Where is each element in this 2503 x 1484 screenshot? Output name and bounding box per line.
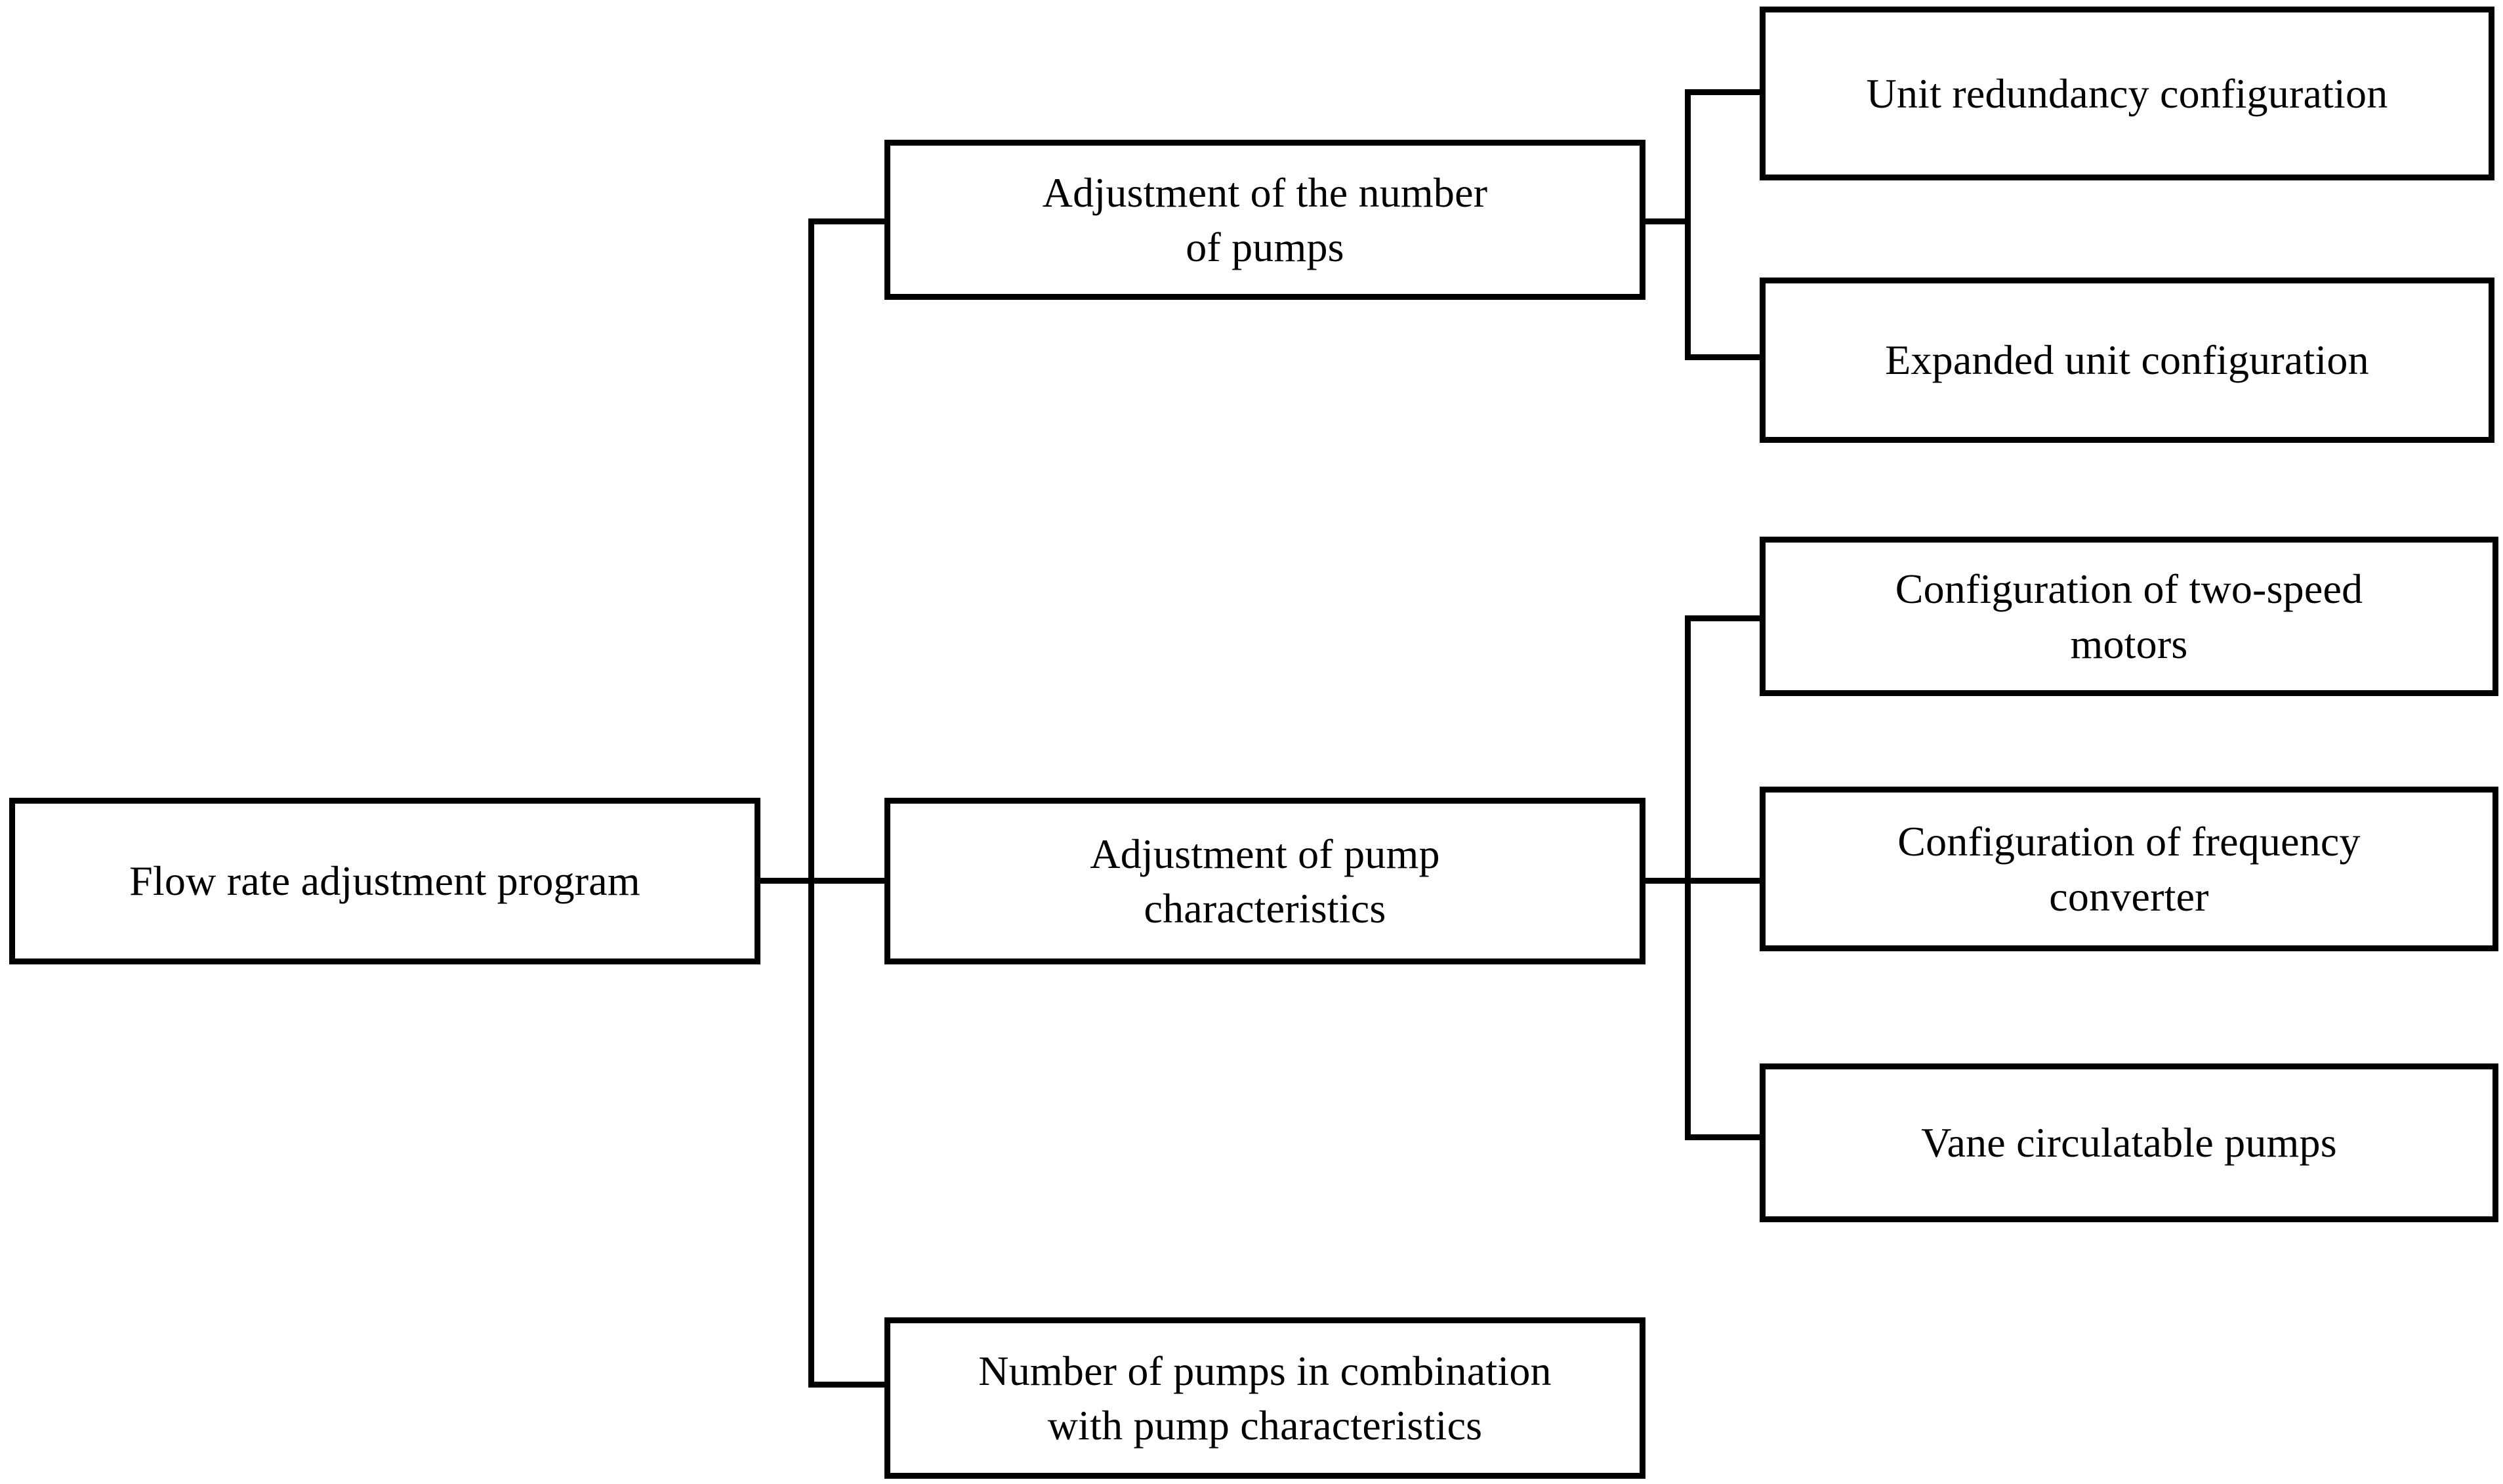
node-adjustment-of-pump-characteristics: Adjustment of pump characteristics bbox=[884, 798, 1645, 964]
node-vane-circulatable-pumps: Vane circulatable pumps bbox=[1760, 1063, 2498, 1222]
connector-pump-char-to-two-speed bbox=[1685, 615, 1762, 621]
node-label: Number of pumps in combination with pump… bbox=[978, 1347, 1552, 1449]
node-label: Expanded unit configuration bbox=[1885, 337, 2369, 384]
node-label: Flow rate adjustment program bbox=[129, 857, 640, 905]
node-label: Configuration of two-speed motors bbox=[1895, 566, 2363, 667]
connector-pump-char-to-vane-pumps bbox=[1685, 1134, 1762, 1140]
connector-root-to-combination bbox=[808, 1382, 887, 1388]
node-configuration-of-frequency-converter: Configuration of frequency converter bbox=[1760, 787, 2498, 951]
connector-root-to-pump-char bbox=[808, 878, 887, 884]
connector-pump-count-stub bbox=[1645, 218, 1690, 224]
node-adjustment-of-the-number-of-pumps: Adjustment of the number of pumps bbox=[884, 140, 1645, 300]
connector-root-to-pump-count bbox=[808, 218, 887, 224]
node-number-of-pumps-in-combination: Number of pumps in combination with pump… bbox=[884, 1317, 1645, 1479]
connector-pump-char-stub bbox=[1645, 878, 1690, 884]
node-unit-redundancy-configuration: Unit redundancy configuration bbox=[1760, 7, 2494, 180]
connector-pump-count-trunk bbox=[1685, 89, 1691, 360]
node-label: Vane circulatable pumps bbox=[1921, 1119, 2337, 1166]
connector-root-trunk bbox=[808, 218, 814, 1388]
node-expanded-unit-configuration: Expanded unit configuration bbox=[1760, 278, 2494, 443]
node-label: Unit redundancy configuration bbox=[1866, 70, 2388, 117]
node-label: Adjustment of the number of pumps bbox=[1042, 169, 1488, 270]
node-flow-rate-adjustment-program: Flow rate adjustment program bbox=[9, 798, 760, 964]
node-label: Adjustment of pump characteristics bbox=[1090, 830, 1440, 932]
node-label: Configuration of frequency converter bbox=[1897, 818, 2361, 920]
node-configuration-of-two-speed-motors: Configuration of two-speed motors bbox=[1760, 537, 2498, 696]
connector-pump-count-to-unit-redundancy bbox=[1685, 89, 1762, 95]
connector-pump-char-to-freq-converter bbox=[1685, 878, 1762, 884]
connector-pump-count-to-expanded-unit bbox=[1685, 354, 1762, 360]
